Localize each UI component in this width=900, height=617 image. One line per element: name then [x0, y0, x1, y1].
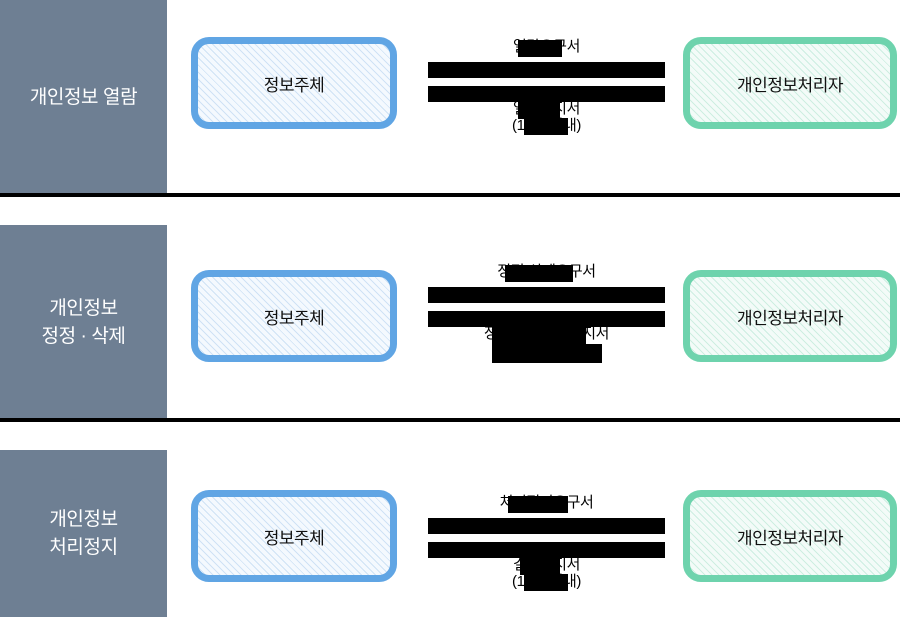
actor-label-data-subject: 정보주체: [263, 308, 325, 328]
redaction-bar: [518, 40, 562, 57]
category-block-processing-suspension: 개인정보 처리정지: [0, 450, 167, 617]
redaction-bar: [520, 558, 560, 575]
redaction-bar: [508, 496, 568, 513]
redaction-bar: [524, 574, 568, 592]
redacted-arrow-reverse: [428, 86, 665, 102]
arrow-caption-result-notice: 결과통지서 (10일 이내): [428, 556, 665, 592]
section-personal-info-processing-suspension: 개인정보 처리정지 정보주체 처리정지요구서 결과통지서 (10일 이내) 개인: [0, 450, 900, 617]
redacted-arrow-forward: [428, 518, 665, 534]
category-label-access: 개인정보 열람: [29, 86, 138, 108]
category-block-access: 개인정보 열람: [0, 0, 167, 195]
divider-1: [0, 193, 900, 197]
arrow-caption-request: 처리정지요구서: [428, 494, 665, 513]
actor-box-data-controller: 개인정보처리자: [683, 37, 897, 129]
section-personal-info-access: 개인정보 열람 정보주체 열람요구서 열람통지서 (10일 이내) 개인정보처리: [0, 0, 900, 195]
actor-label-data-controller: 개인정보처리자: [737, 528, 843, 548]
redacted-arrow-reverse: [428, 311, 665, 327]
redacted-arrow-forward: [428, 287, 665, 303]
arrow-caption-request: 정정·삭제요구서: [428, 263, 665, 282]
actor-box-data-controller: 개인정보처리자: [683, 270, 897, 362]
actor-label-data-controller: 개인정보처리자: [737, 308, 843, 328]
actor-box-data-subject: 정보주체: [191, 270, 397, 362]
actor-box-data-subject: 정보주체: [191, 490, 397, 582]
category-label-correction-deletion: 개인정보 정정 · 삭제: [41, 297, 126, 347]
redaction-bar: [492, 344, 602, 363]
redacted-arrow-forward: [428, 62, 665, 78]
section-personal-info-correction-deletion: 개인정보 정정 · 삭제 정보주체 정정·삭제요구서 정정·삭제결과통지서 개인…: [0, 225, 900, 420]
arrow-caption-notice: 열람통지서 (10일 이내): [428, 100, 665, 136]
category-label-processing-suspension: 개인정보 처리정지: [49, 508, 118, 558]
redaction-bar: [518, 102, 560, 119]
actor-label-data-controller: 개인정보처리자: [737, 75, 843, 95]
category-block-correction-deletion: 개인정보 정정 · 삭제: [0, 225, 167, 420]
redaction-bar: [524, 118, 568, 136]
redaction-bar: [492, 327, 586, 344]
actor-box-data-controller: 개인정보처리자: [683, 490, 897, 582]
actor-box-data-subject: 정보주체: [191, 37, 397, 129]
arrow-caption-request: 열람요구서: [428, 38, 665, 57]
actor-label-data-subject: 정보주체: [263, 75, 325, 95]
divider-2: [0, 418, 900, 422]
redacted-arrow-reverse: [428, 542, 665, 558]
actor-label-data-subject: 정보주체: [263, 528, 325, 548]
arrow-caption-result-notice: 정정·삭제결과통지서: [428, 325, 665, 363]
redaction-bar: [505, 265, 573, 282]
